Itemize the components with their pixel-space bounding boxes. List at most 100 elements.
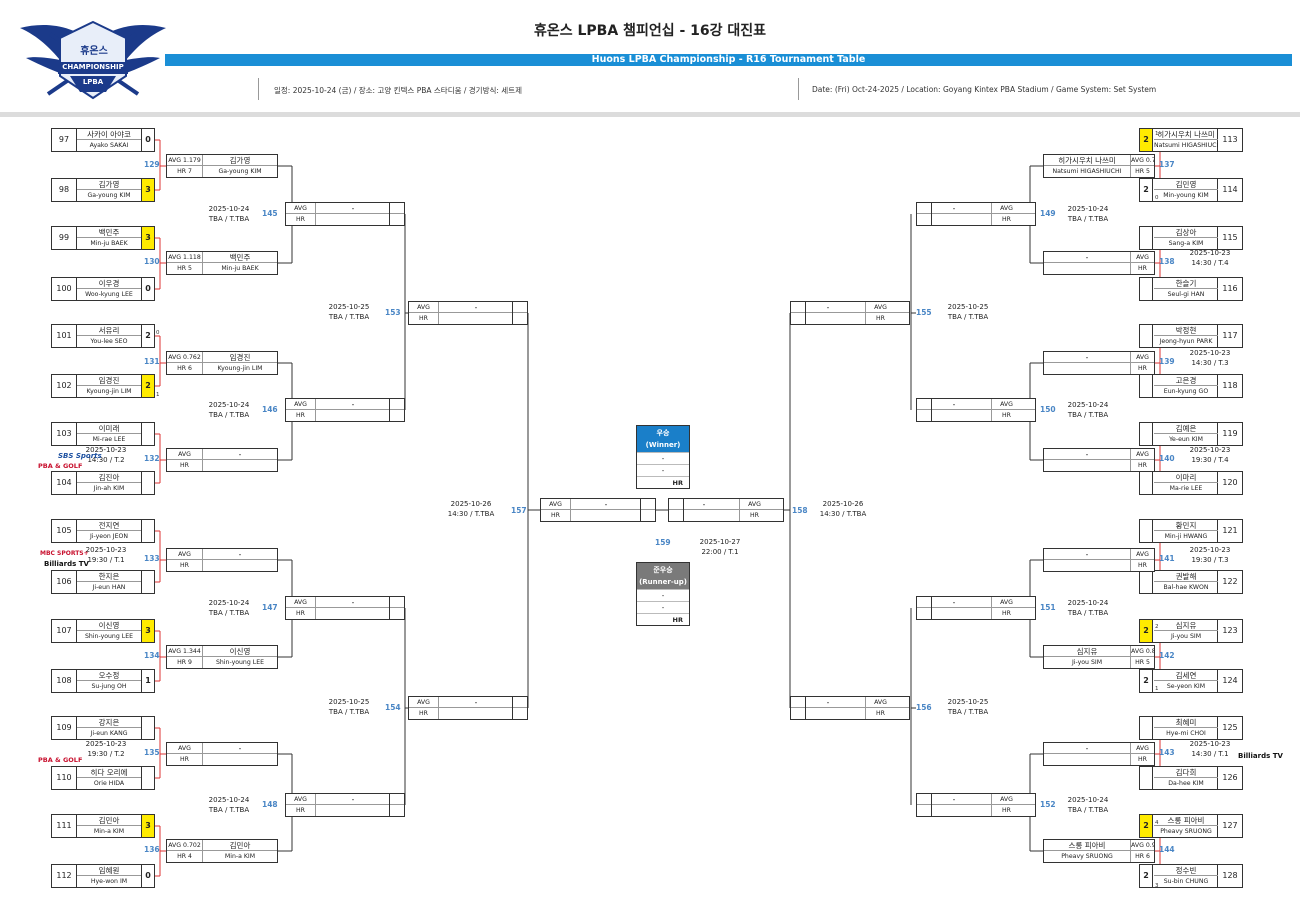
quarterfinal-match-box[interactable]: AVG-HR <box>790 696 910 720</box>
match-result-box[interactable]: AVG-HR <box>1043 548 1155 572</box>
player-name-ko: 전지연 <box>77 520 141 531</box>
match-result-box[interactable]: AVG-HR <box>1043 742 1155 766</box>
player-score: 1 <box>141 670 154 692</box>
quarterfinal-match-box[interactable]: AVG-HR <box>408 696 528 720</box>
round16-match-box[interactable]: AVG-HR <box>285 398 405 422</box>
round16-match-box[interactable]: AVG-HR <box>916 202 1036 226</box>
match-result-box[interactable]: AVG 0.804심지유HR 5Ji-you SIM <box>1043 645 1155 669</box>
match-result-box[interactable]: AVG-HR <box>166 448 278 472</box>
hr-cell: HR <box>991 608 1021 619</box>
match-time: 19:30 / T.1 <box>87 556 125 564</box>
round16-match-box[interactable]: AVG-HR <box>285 202 405 226</box>
winner-name-en <box>1044 560 1130 571</box>
avg-cell: AVG <box>541 499 571 510</box>
round16-match-box[interactable]: AVG-HR <box>285 596 405 620</box>
logo-championship: CHAMPIONSHIP <box>62 63 124 71</box>
avg-cell: AVG <box>167 743 203 754</box>
hr-cell: HR 7 <box>167 166 203 177</box>
match-result-box[interactable]: AVG-HR <box>166 742 278 766</box>
player-number: 114 <box>1217 179 1242 201</box>
match-time: TBA / T.TBA <box>1067 806 1109 814</box>
avg-cell: AVG <box>991 794 1021 805</box>
quarterfinal-match-box[interactable]: AVG-HR <box>408 301 528 325</box>
match-result-box[interactable]: AVG-HR <box>166 548 278 572</box>
match-time: TBA / T.TBA <box>208 609 250 617</box>
round16-match-box[interactable]: AVG-HR <box>916 596 1036 620</box>
player-number: 102 <box>52 375 77 397</box>
quarterfinal-match-box[interactable]: AVG-HR <box>790 301 910 325</box>
round16-match-box[interactable]: AVG-HR <box>916 793 1036 817</box>
round16-match-box[interactable]: AVG-HR <box>285 793 405 817</box>
avg-cell: AVG <box>865 697 895 708</box>
player-name-ko: 백민주 <box>77 227 141 238</box>
winner-name-ko: 김가영 <box>229 156 251 165</box>
hr-cell: HR <box>167 560 203 571</box>
avg-cell: AVG <box>1130 449 1154 460</box>
player-score <box>1140 227 1153 249</box>
player-score <box>1140 423 1153 445</box>
match-date: 2025-10-23 <box>85 446 127 454</box>
semifinal-match-box[interactable]: AVG-HR <box>540 498 656 522</box>
match-result-box[interactable]: AVG-HR <box>1043 448 1155 472</box>
divider <box>798 78 799 100</box>
match-number-final: 159 <box>655 538 671 547</box>
divider <box>258 78 259 100</box>
player-name-en: Natsumi HIGASHIUCHI <box>1154 142 1218 149</box>
semifinal-match-box[interactable]: AVG-HR <box>668 498 784 522</box>
match-result-box[interactable]: AVG-HR <box>1043 351 1155 375</box>
player-name-ko: 이신영 <box>77 620 141 631</box>
round16-match-box[interactable]: AVG-HR <box>916 398 1036 422</box>
player-name-en: Kyoung-jin LIM <box>86 388 132 395</box>
seed-number: 0 <box>156 330 160 336</box>
avg-cell: AVG <box>286 794 316 805</box>
player-name-en: Sang-a KIM <box>1168 240 1204 247</box>
match-time: TBA / T.TBA <box>208 806 250 814</box>
final-date: 2025-10-27 <box>699 538 741 546</box>
winner-hr: HR <box>637 476 689 488</box>
sponsor-billiards-tv-2: Billiards TV <box>1238 752 1283 760</box>
match-result-box[interactable]: AVG-HR <box>1043 251 1155 275</box>
hr-cell: HR <box>409 708 439 719</box>
